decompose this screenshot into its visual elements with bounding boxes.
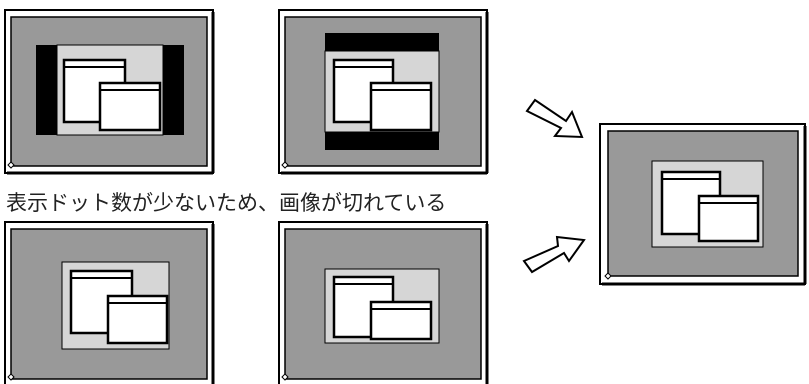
power-indicator-icon <box>7 373 15 381</box>
window-icon <box>332 58 433 132</box>
black-bar-bottom <box>325 132 439 150</box>
power-indicator-icon <box>281 161 289 169</box>
monitor-small-image-1 <box>4 221 215 384</box>
window-icon <box>660 170 760 243</box>
window-icon <box>332 275 433 341</box>
monitor-pillarbox <box>4 9 215 175</box>
power-indicator-icon <box>281 373 289 381</box>
black-bar-top <box>325 33 439 51</box>
monitor-small-image-2 <box>278 221 489 384</box>
black-bar-left <box>36 45 57 135</box>
power-indicator-icon <box>604 272 612 280</box>
hollow-arrow-icon <box>522 235 586 274</box>
caption-text: 表示ドット数が少ないため、画像が切れている <box>6 191 447 215</box>
black-bar-right <box>163 45 184 135</box>
window-icon <box>69 269 169 345</box>
monitor-result <box>599 123 807 286</box>
window-icon <box>62 58 162 132</box>
monitor-letterbox <box>278 9 489 175</box>
hollow-arrow-icon <box>525 98 584 139</box>
power-indicator-icon <box>7 161 15 169</box>
